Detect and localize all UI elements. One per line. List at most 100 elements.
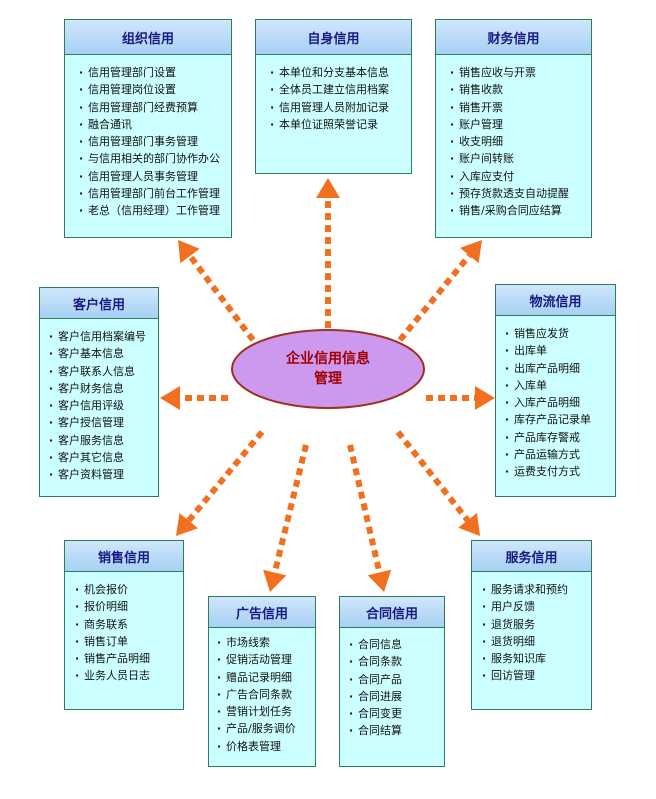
logistics-credit-list: 销售应发货 出库单 出库产品明细 入库单 入库产品明细 库存产品记录单 产品库存… [496,316,615,481]
sales-credit-title: 销售信用 [65,541,183,572]
list-item: 赠品记录明细 [217,669,315,686]
list-item: 销售产品明细 [75,650,183,667]
arrow-to-finance [397,240,482,342]
list-item: 退货明细 [482,633,591,650]
list-item: 客户服务信息 [49,432,158,449]
list-item: 客户信用评级 [49,397,158,414]
contract-credit-list: 合同信息 合同条款 合同产品 合同进展 合同变更 合同结算 [340,628,444,740]
finance-credit-title: 财务信用 [436,20,591,55]
self-credit-list: 本单位和分支基本信息 全体员工建立信用档案 信用管理人员附加记录 本单位证照荣誉… [256,55,411,133]
org-credit-list: 信用管理部门设置 信用管理岗位设置 信用管理部门经费预算 融合通讯 信用管理部门… [65,55,231,220]
service-credit-title: 服务信用 [472,541,591,572]
list-item: 产品库存警戒 [505,429,615,446]
list-item: 信用管理部门设置 [79,64,231,81]
list-item: 出库单 [505,342,615,359]
list-item: 合同进展 [349,688,444,705]
org-credit-title: 组织信用 [65,20,231,55]
list-item: 机会报价 [75,581,183,598]
list-item: 信用管理岗位设置 [79,81,231,98]
list-item: 信用管理人员附加记录 [270,99,411,116]
arrow-to-ad [263,444,309,592]
list-item: 账户间转账 [450,150,591,167]
logistics-credit-title: 物流信用 [496,285,615,316]
self-credit-title: 自身信用 [256,20,411,55]
center-ellipse [231,329,425,409]
customer-credit-list: 客户信用档案编号 客户基本信息 客户联系人信息 客户财务信息 客户信用评级 客户… [40,319,158,484]
list-item: 入库产品明细 [505,394,615,411]
list-item: 本单位证照荣誉记录 [270,116,411,133]
arrow-to-org [178,240,256,342]
list-item: 报价明细 [75,598,183,615]
contract-credit-title: 合同信用 [340,597,444,628]
sales-credit-list: 机会报价 报价明细 商务联系 销售订单 销售产品明细 业务人员日志 [65,572,183,685]
list-item: 客户其它信息 [49,449,158,466]
finance-credit-box: 财务信用 销售应收与开票 销售收款 销售开票 账户管理 收支明细 账户间转账 入… [435,19,592,238]
finance-credit-list: 销售应收与开票 销售收款 销售开票 账户管理 收支明细 账户间转账 入库应支付 … [436,55,591,220]
list-item: 合同产品 [349,671,444,688]
list-item: 用户反馈 [482,598,591,615]
list-item: 营销计划任务 [217,703,315,720]
list-item: 产品/服务调价 [217,720,315,737]
list-item: 服务知识库 [482,650,591,667]
service-credit-box: 服务信用 服务请求和预约 用户反馈 退货服务 退货明细 服务知识库 回访管理 [471,540,592,710]
arrow-to-customer [160,386,228,410]
list-item: 销售开票 [450,99,591,116]
list-item: 出库产品明细 [505,360,615,377]
list-item: 合同变更 [349,705,444,722]
list-item: 客户财务信息 [49,380,158,397]
list-item: 退货服务 [482,616,591,633]
arrow-to-service [395,430,480,536]
list-item: 信用管理部门事务管理 [79,133,231,150]
list-item: 客户联系人信息 [49,363,158,380]
list-item: 客户基本信息 [49,345,158,362]
list-item: 促销活动管理 [217,651,315,668]
list-item: 市场线索 [217,634,315,651]
org-credit-box: 组织信用 信用管理部门设置 信用管理岗位设置 信用管理部门经费预算 融合通讯 信… [64,19,232,238]
list-item: 信用管理人员事务管理 [79,168,231,185]
list-item: 全体员工建立信用档案 [270,81,411,98]
ad-credit-title: 广告信用 [209,597,315,628]
customer-credit-title: 客户信用 [40,288,158,319]
list-item: 销售收款 [450,81,591,98]
list-item: 信用管理部门经费预算 [79,99,231,116]
list-item: 入库应支付 [450,168,591,185]
list-item: 销售订单 [75,633,183,650]
self-credit-box: 自身信用 本单位和分支基本信息 全体员工建立信用档案 信用管理人员附加记录 本单… [255,19,412,174]
list-item: 入库单 [505,377,615,394]
list-item: 客户信用档案编号 [49,328,158,345]
list-item: 销售应收与开票 [450,64,591,81]
arrow-to-logistics [426,386,495,410]
list-item: 账户管理 [450,116,591,133]
list-item: 与信用相关的部门协作办公 [79,150,231,167]
list-item: 客户授信管理 [49,414,158,431]
list-item: 老总（信用经理）工作管理 [79,202,231,219]
logistics-credit-box: 物流信用 销售应发货 出库单 出库产品明细 入库单 入库产品明细 库存产品记录单… [495,284,616,497]
ad-credit-list: 市场线索 促销活动管理 赠品记录明细 广告合同条款 营销计划任务 产品/服务调价… [209,628,315,755]
ad-credit-box: 广告信用 市场线索 促销活动管理 赠品记录明细 广告合同条款 营销计划任务 产品… [208,596,316,767]
list-item: 服务请求和预约 [482,581,591,598]
center-title: 企业信用信息 管理 [286,351,370,387]
list-item: 客户资料管理 [49,466,158,483]
arrow-to-sales [176,430,265,536]
list-item: 收支明细 [450,133,591,150]
arrow-to-self [316,178,340,328]
list-item: 库存产品记录单 [505,411,615,428]
list-item: 合同结算 [349,722,444,739]
list-item: 运费支付方式 [505,463,615,480]
list-item: 回访管理 [482,667,591,684]
list-item: 信用管理部门前台工作管理 [79,185,231,202]
contract-credit-box: 合同信用 合同信息 合同条款 合同产品 合同进展 合同变更 合同结算 [339,596,445,767]
list-item: 价格表管理 [217,738,315,755]
list-item: 销售应发货 [505,325,615,342]
list-item: 融合通讯 [79,116,231,133]
list-item: 预存货款透支自动提醒 [450,185,591,202]
list-item: 产品运输方式 [505,446,615,463]
arrow-to-contract [347,444,392,592]
list-item: 合同信息 [349,636,444,653]
list-item: 广告合同条款 [217,686,315,703]
list-item: 销售/采购合同应结算 [450,202,591,219]
customer-credit-box: 客户信用 客户信用档案编号 客户基本信息 客户联系人信息 客户财务信息 客户信用… [39,287,159,497]
service-credit-list: 服务请求和预约 用户反馈 退货服务 退货明细 服务知识库 回访管理 [472,572,591,685]
